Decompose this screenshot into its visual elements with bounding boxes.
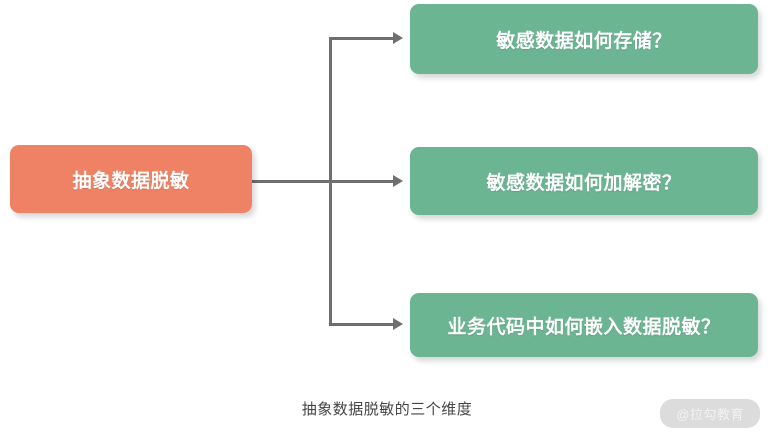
node-leaf-storage[interactable]: 敏感数据如何存储？ <box>410 4 758 74</box>
watermark-badge: @拉勾教育 <box>660 399 760 428</box>
connector-root-stub <box>252 180 332 183</box>
arrowhead-icon-2 <box>393 175 403 187</box>
connector-branch-1 <box>329 37 394 40</box>
connector-branch-3 <box>329 323 394 326</box>
connector-branch-2 <box>329 180 394 183</box>
arrowhead-icon-1 <box>393 32 403 44</box>
arrowhead-icon-3 <box>393 318 403 330</box>
node-leaf-label: 敏感数据如何存储？ <box>496 30 672 52</box>
figure-caption: 抽象数据脱敏的三个维度 <box>301 401 473 418</box>
node-leaf-label: 业务代码中如何嵌入数据脱敏？ <box>447 316 721 338</box>
node-leaf-encryption[interactable]: 敏感数据如何加解密？ <box>410 147 758 215</box>
node-root[interactable]: 抽象数据脱敏 <box>10 145 252 213</box>
node-leaf-label: 敏感数据如何加解密？ <box>486 172 682 194</box>
node-root-label: 抽象数据脱敏 <box>72 170 190 192</box>
node-leaf-business-code[interactable]: 业务代码中如何嵌入数据脱敏？ <box>410 293 758 357</box>
